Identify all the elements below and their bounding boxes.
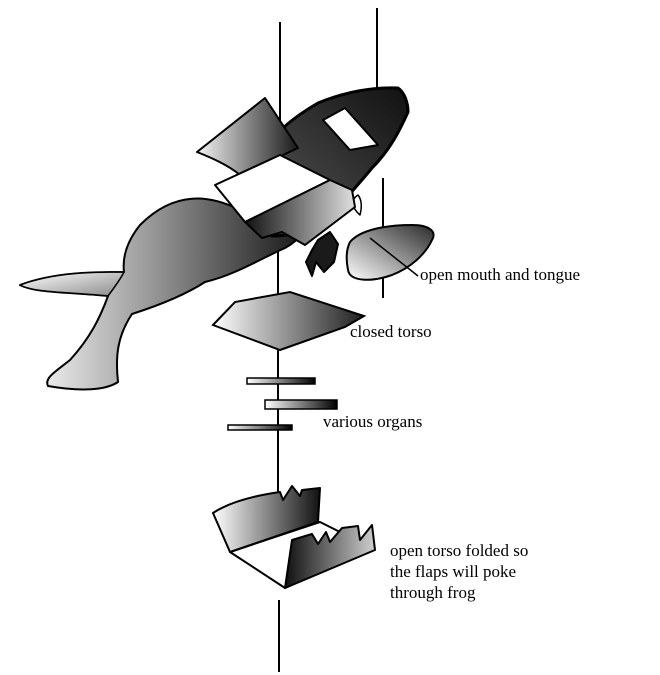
label-various-organs: various organs (323, 411, 422, 432)
label-open-torso-line-1: open torso folded so (390, 540, 528, 561)
closed-torso-piece (213, 292, 364, 350)
label-open-mouth-tongue: open mouth and tongue (420, 264, 580, 285)
frog-leg (20, 272, 124, 296)
organs-group (228, 378, 337, 430)
frog-figure (20, 88, 408, 390)
organ-2 (265, 400, 337, 409)
label-open-torso: open torso folded so the flaps will poke… (390, 540, 528, 603)
label-closed-torso: closed torso (350, 321, 432, 342)
label-open-torso-line-3: through frog (390, 582, 528, 603)
label-open-torso-line-2: the flaps will poke (390, 561, 528, 582)
organ-3 (228, 425, 292, 430)
organ-1 (247, 378, 315, 384)
open-torso-group (213, 486, 375, 588)
